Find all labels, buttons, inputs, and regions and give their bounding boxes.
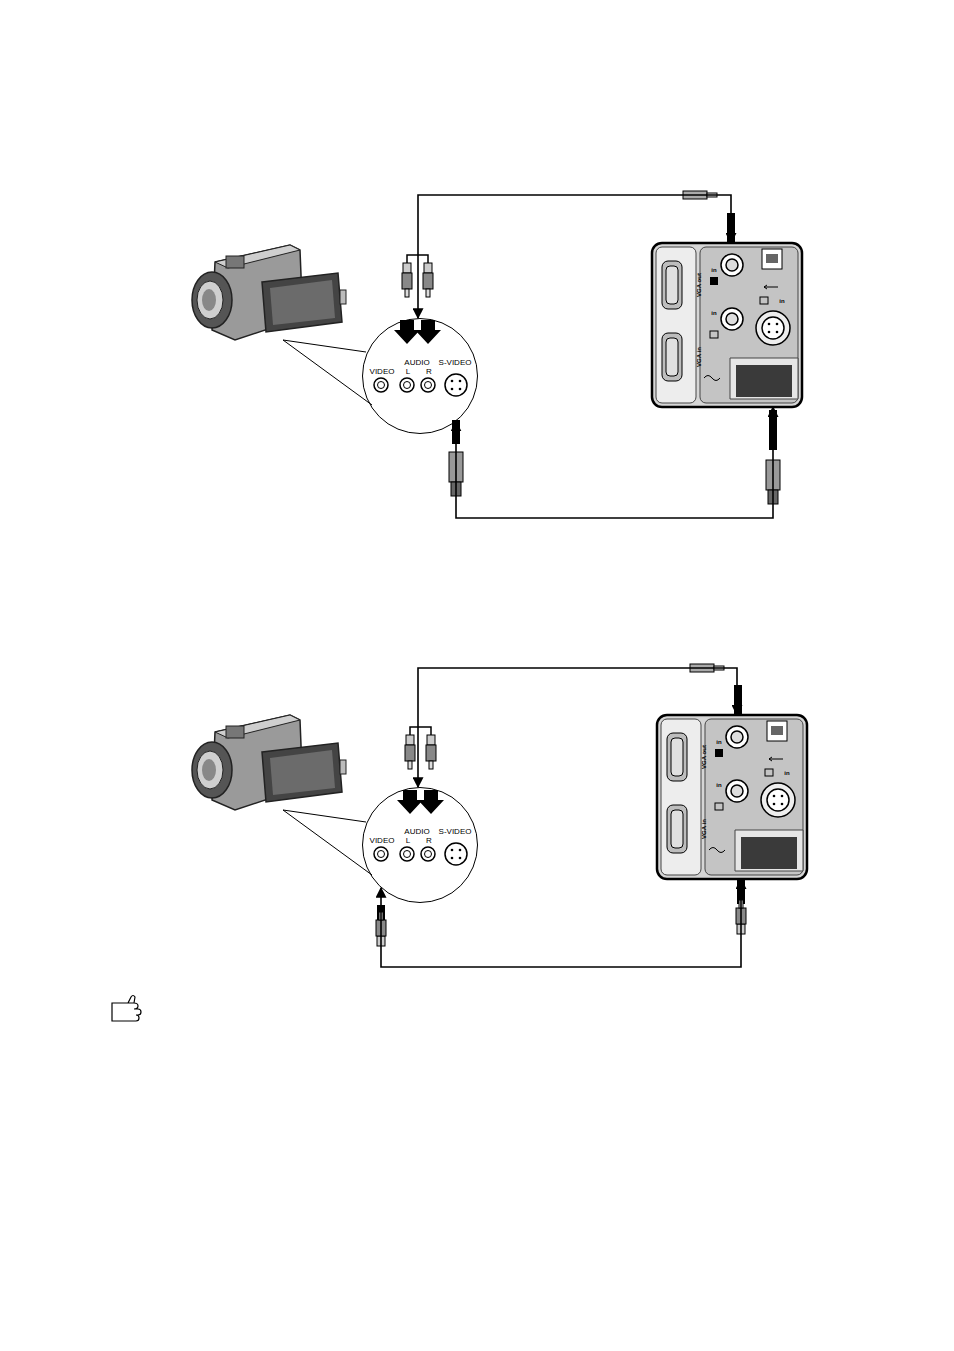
jack-label: VIDEO — [370, 368, 395, 376]
cable — [418, 668, 737, 787]
port-label: in — [784, 770, 789, 776]
port-label: VGA out — [701, 745, 707, 769]
jack-label: L — [406, 837, 410, 845]
port-label: VGA in — [701, 819, 707, 839]
jack-label: L — [406, 368, 410, 376]
port-label: in — [711, 310, 716, 316]
jack-label: S-VIDEO — [439, 359, 472, 367]
jack-label: AUDIO — [404, 828, 429, 836]
connector-inset: AUDIOL R VIDEO S-VIDEO — [362, 787, 478, 903]
cable — [456, 407, 773, 518]
port-label: in — [716, 782, 721, 788]
jack-label: S-VIDEO — [439, 828, 472, 836]
port-label: in — [779, 298, 784, 304]
jack-label: R — [426, 837, 432, 845]
connector-inset: AUDIOL R VIDEO S-VIDEO — [362, 318, 478, 434]
cable — [418, 195, 731, 318]
port-label: in — [716, 739, 721, 745]
port-label: in — [711, 267, 716, 273]
projector-panel: VGA outVGA in in in in — [652, 243, 802, 407]
port-label: VGA in — [696, 347, 702, 367]
cable — [381, 879, 741, 967]
port-label: VGA out — [696, 273, 702, 297]
projector-panel: VGA outVGA in in in in — [657, 715, 807, 879]
jack-label: VIDEO — [370, 837, 395, 845]
jack-label: AUDIO — [404, 359, 429, 367]
jack-label: R — [426, 368, 432, 376]
